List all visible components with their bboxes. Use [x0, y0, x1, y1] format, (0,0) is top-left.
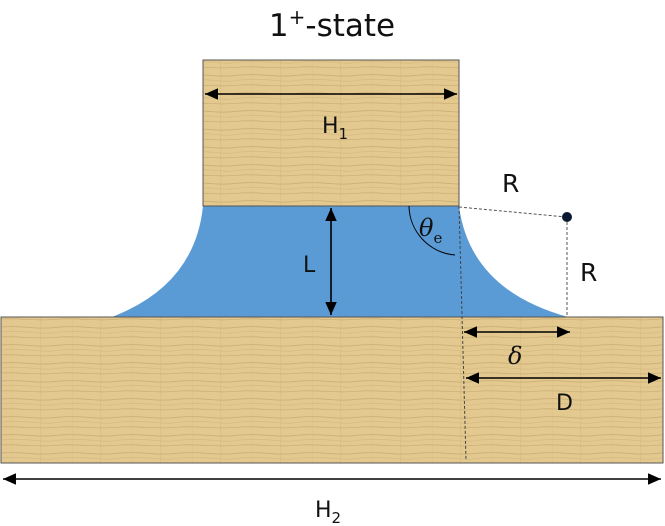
- radius-line-top: [458, 206, 567, 218]
- radius-center-point: [562, 212, 572, 222]
- title-sup: +: [289, 5, 306, 29]
- contact-angle-guide: [458, 205, 467, 461]
- delta-label: δ: [508, 342, 522, 370]
- bottom-block: [0, 316, 664, 464]
- d-label: D: [556, 391, 573, 416]
- title-main: 1: [269, 8, 289, 44]
- h1-label: H1: [322, 114, 348, 143]
- title-rest: -state: [305, 8, 395, 44]
- l-label: L: [303, 253, 316, 278]
- h2-label: H2: [315, 498, 341, 526]
- contact-angle-arc: [408, 205, 456, 256]
- diagram-title: 1+-state: [269, 5, 395, 44]
- radius-top-label: R: [502, 169, 519, 198]
- radius-side-label: R: [580, 258, 597, 287]
- theta-label: θe: [419, 214, 442, 247]
- liquid-meniscus: [112, 206, 568, 317]
- top-block: [202, 59, 460, 207]
